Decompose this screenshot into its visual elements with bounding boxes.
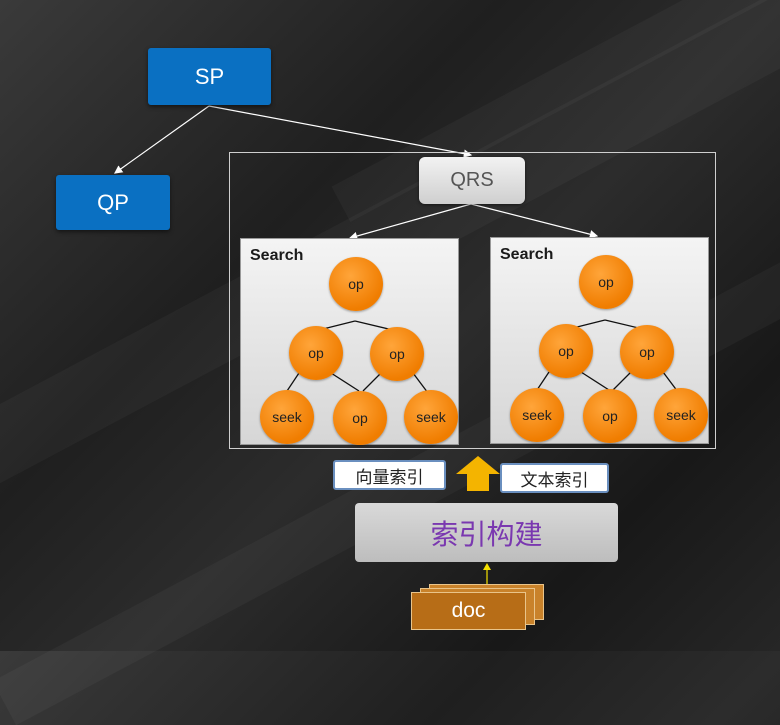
qrs-box: QRS — [419, 157, 525, 204]
op-node: op — [579, 255, 633, 309]
search-panel-right: Search op op op seek op seek — [490, 237, 709, 444]
qrs-label: QRS — [450, 169, 494, 191]
connector-lines — [114, 105, 599, 590]
sp-to-qrs-arrow — [208, 105, 473, 158]
doc-to-build-arrowhead — [483, 563, 491, 570]
up-arrow-icon — [456, 456, 500, 491]
text-index-tag: 文本索引 — [500, 463, 609, 493]
vector-index-label: 向量索引 — [355, 467, 424, 487]
sp-to-qp-arrow — [114, 105, 210, 174]
vector-index-tag: 向量索引 — [333, 460, 446, 490]
op-node: op — [370, 327, 424, 381]
op-node: op — [620, 325, 674, 379]
text-index-label: 文本索引 — [520, 470, 589, 490]
seek-node: seek — [654, 388, 708, 442]
op-node: op — [583, 389, 637, 443]
op-node: op — [333, 391, 387, 445]
op-node: op — [539, 324, 593, 378]
index-build-label: 索引构建 — [430, 518, 543, 550]
index-build-box: 索引构建 — [355, 503, 618, 562]
qrs-to-search-left-arrow — [348, 203, 472, 241]
seek-node: seek — [404, 390, 458, 444]
qrs-to-search-right-arrow — [470, 203, 599, 239]
doc-stack-front: doc — [411, 592, 526, 630]
sp-box: SP — [148, 48, 271, 105]
op-node: op — [329, 257, 383, 311]
search-cluster-frame — [229, 152, 716, 449]
qp-box: QP — [56, 175, 170, 230]
search-panel-left: Search op op op seek op seek — [240, 238, 459, 445]
seek-node: seek — [260, 390, 314, 444]
op-node: op — [289, 326, 343, 380]
search-panel-title: Search — [500, 246, 554, 263]
search-panel-title: Search — [250, 247, 304, 264]
sp-label: SP — [194, 63, 225, 89]
doc-label: doc — [451, 599, 486, 622]
seek-node: seek — [510, 388, 564, 442]
qp-label: QP — [97, 189, 129, 215]
